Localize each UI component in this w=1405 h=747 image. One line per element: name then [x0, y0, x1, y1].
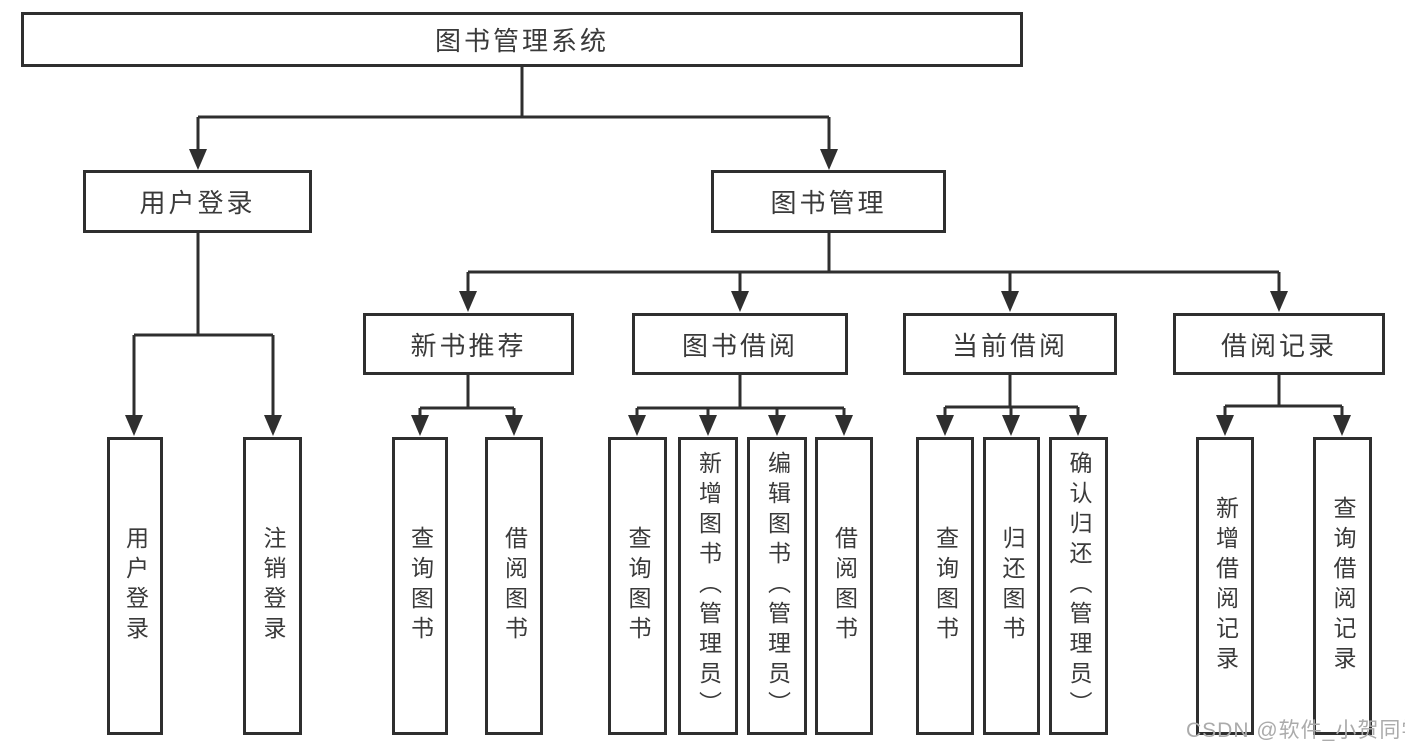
leaf-logout-label: 注销登录 — [260, 526, 286, 646]
arrowhead-icon — [1216, 415, 1234, 436]
leaf-borrow-query-books: 查询图书 — [608, 437, 667, 735]
leaf-recommend-borrow-books-label: 借阅图书 — [501, 526, 528, 646]
arrowhead-icon — [731, 291, 749, 312]
node-book-borrow: 图书借阅 — [632, 313, 848, 375]
leaf-edit-books-admin: 编辑图书（管理员） — [747, 437, 807, 735]
arrowhead-icon — [835, 415, 853, 436]
arrowhead-icon — [768, 415, 786, 436]
arrowhead-icon — [628, 415, 646, 436]
node-book-management-label: 图书管理 — [770, 188, 887, 218]
arrowhead-icon — [820, 149, 838, 170]
leaf-recommend-query-books: 查询图书 — [392, 437, 448, 735]
leaf-add-borrow-record: 新增借阅记录 — [1196, 437, 1254, 735]
leaf-add-books-admin: 新增图书（管理员） — [678, 437, 738, 735]
csdn-watermark: CSDN @软件_小贺同学 — [1186, 719, 1405, 742]
connector-new-book-children — [418, 375, 516, 417]
leaf-return-books-label: 归还图书 — [999, 526, 1025, 646]
node-root: 图书管理系统 — [21, 12, 1023, 67]
leaf-edit-books-admin-label: 编辑图书（管理员） — [764, 451, 791, 721]
node-user-login-label: 用户登录 — [139, 188, 256, 218]
arrowhead-icon — [125, 415, 143, 436]
leaf-borrow-books-label: 借阅图书 — [831, 526, 858, 646]
leaf-recommend-query-books-label: 查询图书 — [407, 526, 434, 646]
leaf-recommend-borrow-books: 借阅图书 — [485, 437, 543, 735]
leaf-confirm-return-admin: 确认归还（管理员） — [1049, 437, 1108, 735]
connector-user-login-children — [132, 233, 275, 417]
node-borrow-records: 借阅记录 — [1173, 313, 1385, 375]
node-current-borrow-label: 当前借阅 — [951, 330, 1068, 361]
arrowhead-icon — [505, 415, 523, 436]
node-book-borrow-label: 图书借阅 — [681, 330, 798, 361]
leaf-query-borrow-record: 查询借阅记录 — [1313, 437, 1372, 735]
leaf-borrow-books: 借阅图书 — [815, 437, 873, 735]
leaf-confirm-return-admin-label: 确认归还（管理员） — [1066, 451, 1092, 721]
leaf-current-query-books-label: 查询图书 — [932, 526, 959, 646]
leaf-user-login-label: 用户登录 — [122, 526, 149, 646]
arrowhead-icon — [1270, 291, 1288, 312]
arrowhead-icon — [411, 415, 429, 436]
leaf-current-query-books: 查询图书 — [916, 437, 974, 735]
node-book-management: 图书管理 — [711, 170, 946, 233]
leaf-add-borrow-record-label: 新增借阅记录 — [1212, 496, 1239, 676]
arrowhead-icon — [189, 149, 207, 170]
connector-borrow-record-children — [1223, 375, 1344, 417]
arrowhead-icon — [699, 415, 717, 436]
node-current-borrow: 当前借阅 — [903, 313, 1117, 375]
node-root-label: 图书管理系统 — [434, 26, 609, 56]
arrowhead-icon — [1002, 415, 1020, 436]
connector-book-mgmt-children — [466, 233, 1281, 293]
arrowhead-icon — [936, 415, 954, 436]
connector-current-borrow-children — [943, 375, 1080, 417]
leaf-user-login: 用户登录 — [107, 437, 163, 735]
leaf-borrow-query-books-label: 查询图书 — [625, 526, 651, 646]
arrowhead-icon — [264, 415, 282, 436]
node-new-book-recommend: 新书推荐 — [363, 313, 574, 375]
arrowhead-icon — [1333, 415, 1351, 436]
arrowhead-icon — [1069, 415, 1087, 436]
node-new-book-recommend-label: 新书推荐 — [410, 330, 527, 361]
arrowhead-icon — [1001, 291, 1019, 312]
leaf-query-borrow-record-label: 查询借阅记录 — [1330, 496, 1356, 676]
node-borrow-records-label: 借阅记录 — [1220, 330, 1337, 361]
node-user-login: 用户登录 — [83, 170, 312, 233]
connector-book-borrow-children — [635, 375, 846, 417]
arrowhead-icon — [459, 291, 477, 312]
connector-root-to-level1 — [196, 67, 831, 151]
leaf-logout: 注销登录 — [243, 437, 302, 735]
leaf-return-books: 归还图书 — [983, 437, 1040, 735]
leaf-add-books-admin-label: 新增图书（管理员） — [695, 451, 722, 721]
